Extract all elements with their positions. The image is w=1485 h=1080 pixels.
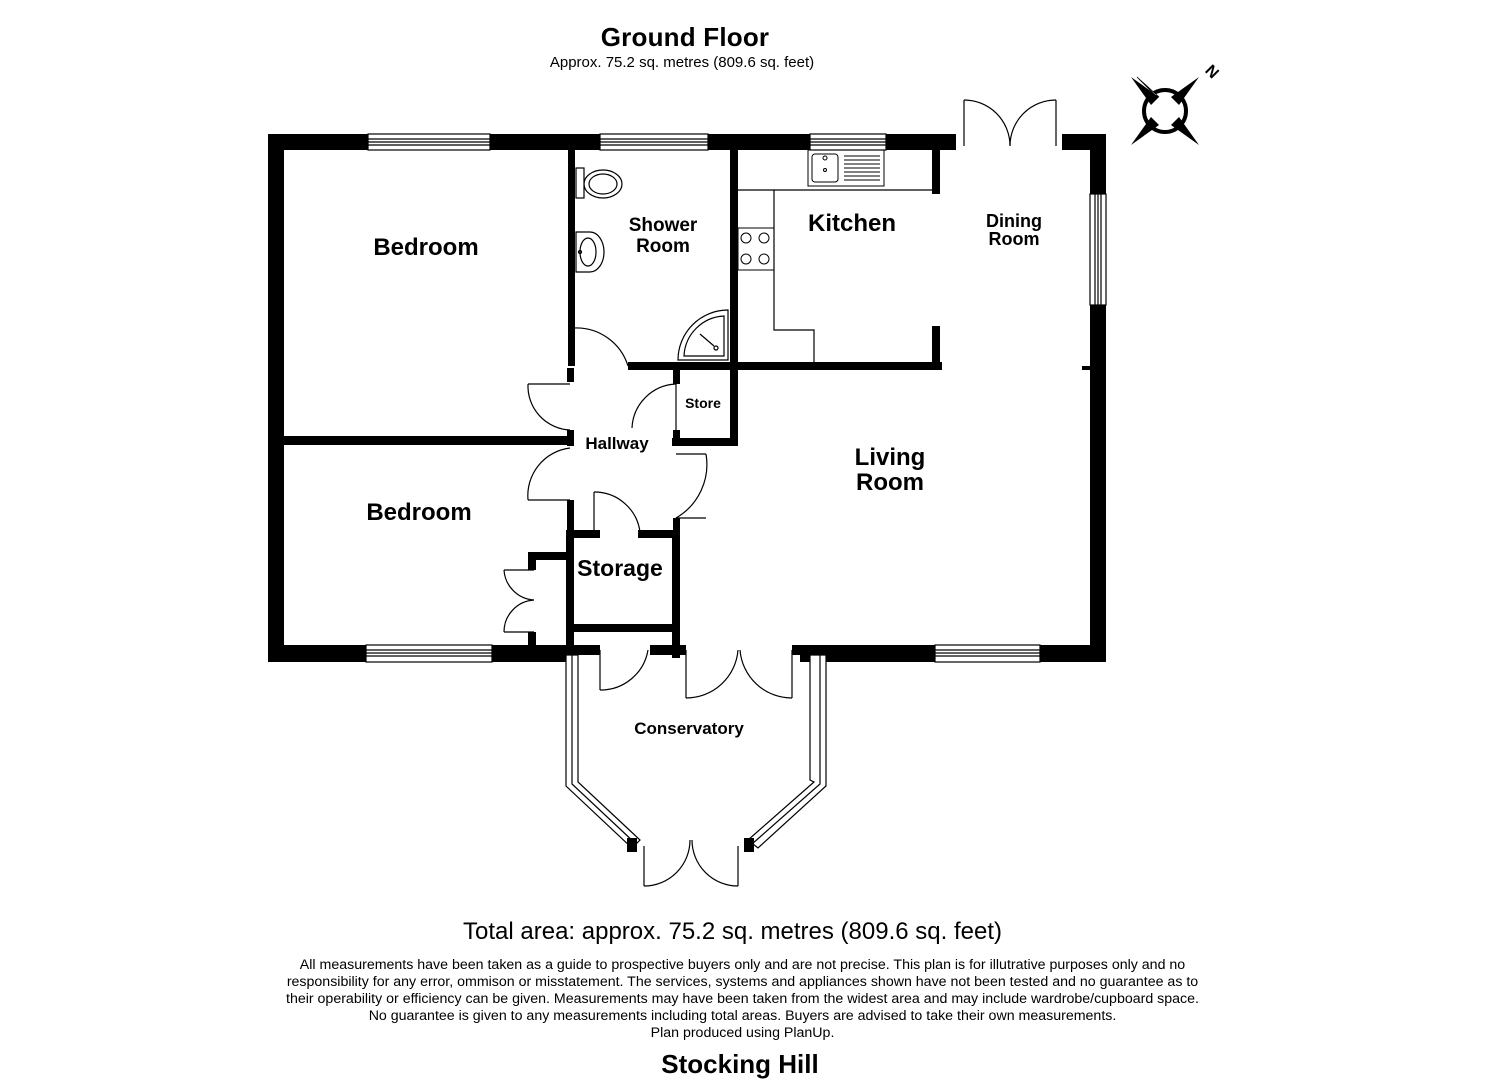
conservatory-corners: [627, 838, 754, 852]
room-label-storage: Storage: [577, 555, 663, 581]
total-area: Total area: approx. 75.2 sq. metres (809…: [463, 918, 1002, 945]
room-label-bedroom-2: Bedroom: [366, 499, 471, 526]
room-label-living-room-line-2: Room: [856, 469, 924, 496]
room-label-shower-room-line-1: Shower: [629, 215, 698, 236]
disclaimer-line: Plan produced using PlanUp.: [650, 1025, 835, 1041]
door-bedroom-cupboard: [503, 569, 535, 633]
sink-icon: [807, 149, 885, 187]
door-bedroom-2: [527, 447, 571, 501]
room-label-store: Store: [685, 395, 721, 411]
compass-north-label: N: [1201, 62, 1221, 82]
room-label-shower-room-line-2: Room: [636, 236, 690, 257]
room-label-living-room-line-1: Living: [855, 444, 926, 471]
page-title: Ground Floor: [600, 22, 770, 52]
room-label-conservatory: Conservatory: [634, 719, 744, 738]
window-dining-right: [1089, 193, 1107, 306]
internal-walls: [284, 150, 1092, 658]
property-name: Stocking Hill: [661, 1049, 819, 1079]
compass-icon: [1131, 76, 1199, 145]
disclaimer-line: No guarantee is given to any measurement…: [368, 1008, 1117, 1024]
page-subtitle: Approx. 75.2 sq. metres (809.6 sq. feet): [549, 54, 815, 71]
windows: [365, 133, 1107, 663]
disclaimer-line: their operability or efficiency can be g…: [286, 991, 1199, 1007]
door-shower-room: [573, 327, 629, 367]
door-conservatory-living: [685, 649, 793, 699]
door-storage: [593, 491, 641, 533]
washbasin-icon: [575, 231, 605, 273]
room-label-kitchen: Kitchen: [808, 210, 896, 237]
door-living-room: [675, 453, 708, 519]
room-label-hallway: Hallway: [585, 434, 649, 453]
window-living-bottom: [934, 644, 1041, 663]
shower-tray-icon: [677, 309, 729, 361]
window-shower-top: [599, 133, 709, 151]
toilet-icon: [575, 167, 623, 199]
kitchen-worktop: [738, 189, 932, 364]
disclaimer-line: All measurements have been taken as a gu…: [299, 957, 1186, 973]
door-dining-french: [963, 99, 1057, 147]
conservatory-walls: [565, 654, 827, 849]
door-conservatory-hall: [599, 649, 649, 691]
disclaimer-line: responsibility for any error, ommison or…: [286, 974, 1199, 990]
room-label-dining-room-line-1: Dining: [986, 211, 1042, 231]
door-store: [631, 383, 677, 430]
external-walls: [268, 134, 1106, 662]
room-label-dining-room-line-2: Room: [989, 229, 1040, 249]
window-kitchen-top: [809, 133, 887, 151]
hob-icon: [737, 227, 775, 271]
doors: [503, 99, 1057, 887]
door-bedroom-1: [527, 383, 571, 431]
door-conservatory-french: [643, 839, 739, 887]
window-bedroom-top: [367, 133, 491, 151]
window-bedroom-bottom: [365, 644, 493, 663]
room-label-bedroom-1: Bedroom: [373, 234, 478, 261]
disclaimer: All measurements have been taken as a gu…: [250, 957, 1235, 1042]
